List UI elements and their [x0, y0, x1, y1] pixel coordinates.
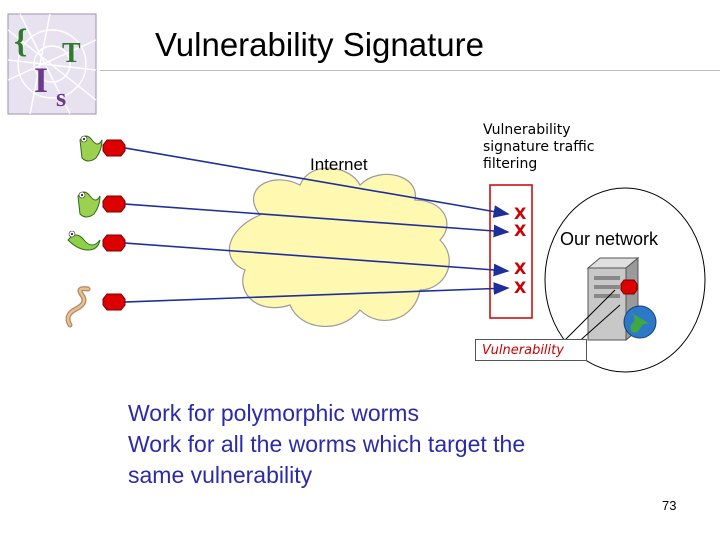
bullet-list: Work for polymorphic worms Work for all … [128, 398, 648, 491]
svg-text:I: I [34, 60, 48, 100]
packet-icon [102, 139, 126, 157]
page-number: 73 [662, 498, 677, 513]
block-mark: X [514, 259, 527, 278]
vulnerability-pointer [559, 289, 616, 346]
filter-label: Vulnerability signature traffic filterin… [483, 122, 623, 173]
internet-cloud [228, 167, 450, 327]
packet-icon [102, 234, 126, 252]
svg-text:T: T [62, 38, 81, 69]
slide-title: Vulnerability Signature [155, 26, 484, 63]
worm-arrow-2 [124, 203, 510, 238]
globe-icon [623, 305, 657, 339]
filter-label-line: Vulnerability [483, 122, 571, 138]
title-rule [100, 70, 720, 71]
worm-icon [77, 191, 101, 218]
packet-icon [102, 293, 126, 311]
network-label: Our network [560, 229, 659, 249]
bullet-item: same vulnerability [128, 462, 313, 488]
filter-box [489, 184, 533, 319]
worm-icon [65, 286, 91, 328]
filter-label-line: signature traffic [483, 139, 595, 155]
filter-label-line: filtering [483, 156, 538, 172]
logo-web-icon: { I T s [7, 13, 97, 115]
bullet-item: Work for all the worms which target the [128, 431, 526, 457]
vulnerability-pointer [574, 304, 621, 346]
svg-text:{: { [14, 23, 27, 60]
svg-text:s: s [56, 83, 66, 112]
worm-icon [79, 135, 103, 162]
network-boundary [544, 187, 706, 373]
block-mark: X [514, 278, 527, 297]
worm-arrow-1 [124, 147, 510, 218]
packet-icon [102, 195, 126, 213]
bullet-item: Work for polymorphic worms [128, 400, 419, 426]
worm-icon [67, 230, 101, 251]
vulnerability-label: Vulnerability [475, 339, 587, 361]
worm-arrow-3 [124, 242, 510, 277]
worm-arrow-4 [124, 282, 510, 303]
block-mark: X [514, 221, 527, 240]
internet-label: Internet [310, 155, 368, 174]
block-mark: X [514, 204, 527, 223]
